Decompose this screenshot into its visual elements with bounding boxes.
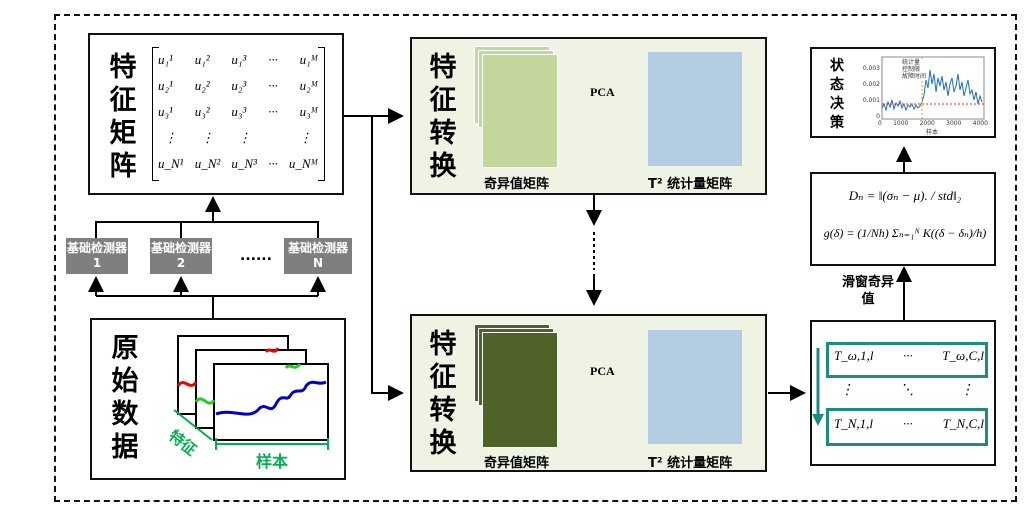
sliding-window-label: 滑窗奇异值: [841, 275, 894, 307]
t-matrix-row-1: T_ω,1,l···T_ω,C,l: [834, 348, 984, 363]
feature-matrix-title: 特征矩阵: [109, 52, 137, 182]
transform-bottom-left-caption: 奇异值矩阵: [484, 456, 550, 471]
t-matrix-top-row: [826, 342, 988, 378]
sample-axis-label: 样本: [256, 452, 289, 471]
mini-chart-legend: 统计量 控制限 故障时间: [900, 59, 929, 80]
formula-line-1: Dₙ = ‖(σₙ − μ). / std‖₂: [848, 188, 962, 203]
mini-chart-xlabel: 样本: [926, 129, 939, 136]
t2-matrix-bottom: [648, 330, 742, 444]
transform-top-title: 特征转换: [429, 52, 457, 182]
t-matrix-row-3: T_N,1,l···T_N,C,l: [834, 416, 984, 431]
transform-top-right-caption: T² 统计量矩阵: [648, 177, 733, 192]
transform-bottom-title: 特征转换: [429, 329, 457, 459]
dashed-frame: [54, 14, 1017, 502]
singular-matrix-top: [482, 54, 558, 168]
detector-n: 基础检测器N: [284, 238, 352, 274]
state-decision-title: 状态决策: [830, 58, 844, 131]
formula-line-2: g(δ) = (1/Nh) Σₙ₌₁ᴺ K((δ − δₙ)/h): [823, 226, 987, 240]
matrix-bracket-right: [318, 47, 325, 181]
transform-top-left-caption: 奇异值矩阵: [484, 177, 550, 192]
formula-box: Dₙ = ‖(σₙ − μ). / std‖₂ g(δ) = (1/Nh) Σₙ…: [810, 172, 996, 266]
pca-label-bottom: PCA: [590, 364, 615, 378]
detector-2: 基础检测器2: [150, 238, 212, 274]
transform-bottom-right-caption: T² 统计量矩阵: [648, 456, 733, 471]
detector-ellipsis: ......: [240, 248, 272, 264]
t2-matrix-top: [648, 52, 742, 166]
t-matrix-box: T_ω,1,l···T_ω,C,l ⋮⋱⋮ T_N,1,l···T_N,C,l: [810, 320, 996, 466]
pca-label-top: PCA: [590, 85, 615, 99]
t-matrix-bottom-row: [826, 408, 988, 446]
raw-data-title: 原始数据: [111, 333, 139, 463]
t-matrix-row-2: ⋮⋱⋮: [840, 383, 974, 398]
matrix-row-4: ⋮⋮⋮⋮: [164, 130, 312, 145]
detector-1: 基础检测器1: [66, 238, 128, 274]
matrix-bracket-left: [152, 47, 159, 181]
singular-matrix-bottom: [482, 332, 558, 448]
mini-chart-y-ticks: 0.003 0.002 0.001 0: [862, 65, 880, 120]
